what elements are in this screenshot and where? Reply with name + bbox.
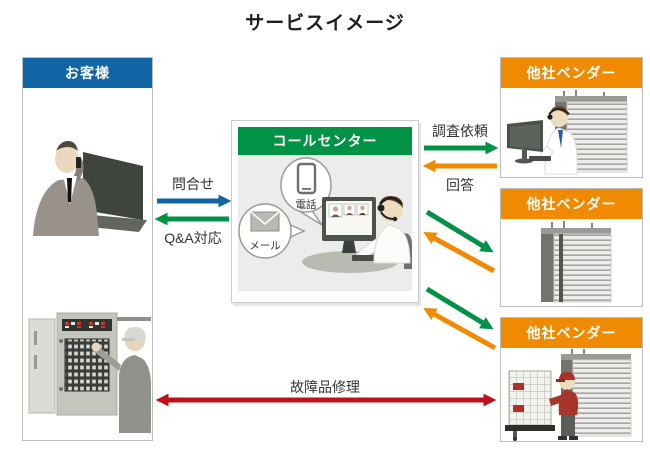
mail-bubble: メール	[238, 203, 306, 259]
call-center-box: コールセンター 電話	[231, 120, 419, 303]
technician-figure	[91, 327, 151, 433]
vendor-1-illustration	[507, 90, 628, 175]
diagram-title: サービスイメージ	[245, 13, 405, 34]
vendor-1-header: 他社ベンダー	[501, 58, 642, 88]
phone-bubble-label: 電話	[296, 198, 317, 211]
vendor-box-3: 他社ベンダー	[500, 317, 643, 442]
vendor-operator-figure	[507, 106, 578, 175]
vendor-2-header: 他社ベンダー	[501, 189, 642, 219]
inquiry-arrow-label: 問合せ	[172, 176, 214, 192]
call-center-operator-illustration: 電話 メール	[238, 157, 412, 273]
operator-figure	[302, 196, 412, 273]
indicator-lights	[65, 322, 105, 328]
call-center-header: コールセンター	[238, 127, 412, 155]
mail-bubble-label: メール	[249, 240, 281, 252]
cage-trolley-icon	[505, 370, 555, 441]
customer-equipment-illustration	[28, 312, 151, 433]
delivery-person-figure	[549, 372, 579, 440]
investigation-arrow-label: 調査依頼	[432, 123, 488, 139]
equipment-rack	[28, 312, 151, 416]
vendor3-request-arrow	[425, 286, 494, 330]
vendor-box-1: 他社ベンダー	[500, 57, 643, 178]
smartphone-icon	[296, 162, 317, 195]
customer-phone-laptop-illustration	[33, 141, 147, 236]
vendor-3-header: 他社ベンダー	[501, 318, 642, 348]
vendor-box-2: 他社ベンダー	[500, 188, 643, 307]
vendor-monitor-icon	[507, 120, 551, 164]
building-icon	[541, 221, 612, 303]
answer-arrow-label: 回答	[446, 177, 474, 193]
monitor-icon	[322, 197, 376, 253]
customer-header: お客様	[23, 58, 152, 88]
headset-icon	[377, 196, 403, 222]
vendor2-request-arrow	[425, 209, 494, 253]
vendor2-response-arrow	[423, 232, 496, 274]
businessman-figure	[33, 141, 99, 236]
phone-bubble: 電話	[280, 157, 332, 226]
repair-arrow-label: 故障品修理	[290, 379, 360, 395]
vendor-3-illustration	[505, 349, 632, 441]
vendor3-response-arrow	[423, 307, 497, 351]
envelope-icon	[250, 211, 280, 232]
customer-box: お客様	[22, 57, 153, 441]
qa-arrow-label: Q&A対応	[164, 230, 222, 246]
vendor-2-illustration	[541, 221, 612, 303]
call-center-body: 電話 メール	[238, 155, 412, 291]
